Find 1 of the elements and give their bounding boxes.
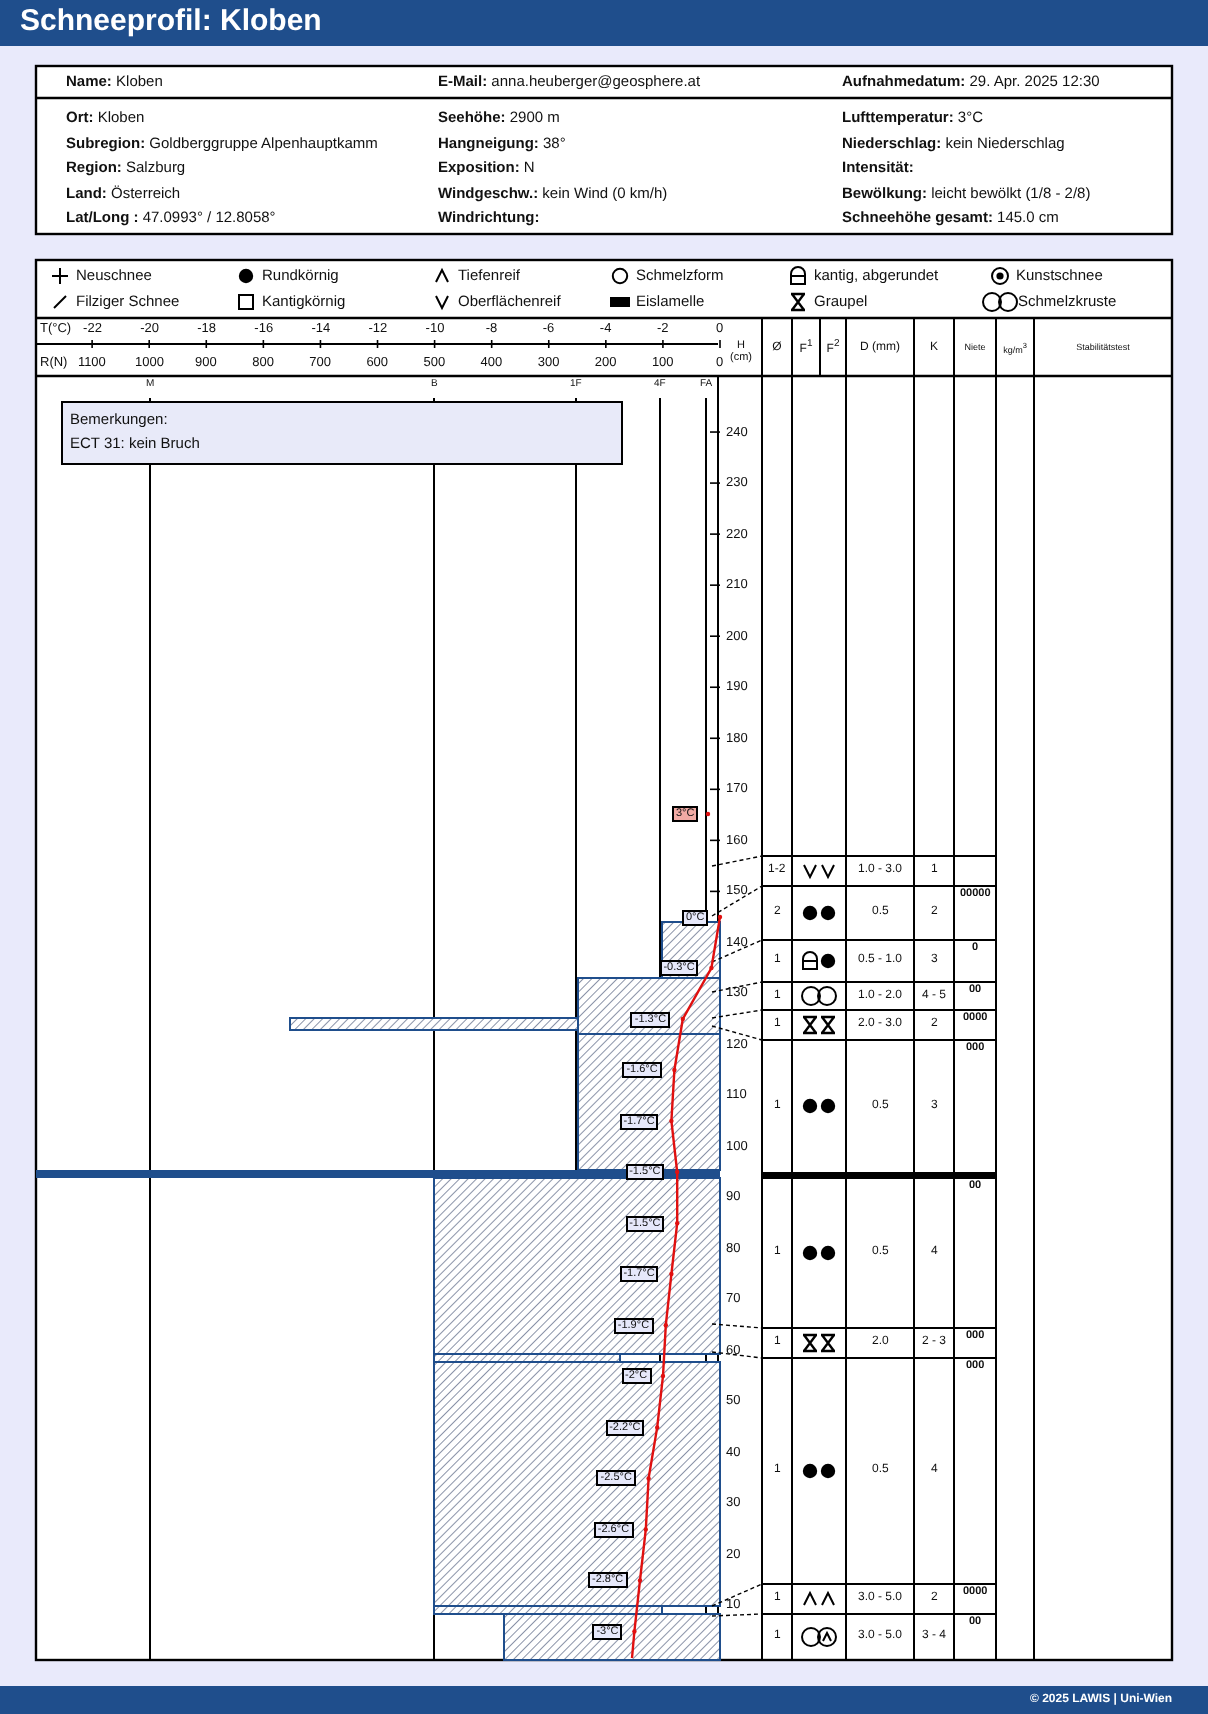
- page-title: Schneeprofil: Kloben: [20, 6, 322, 39]
